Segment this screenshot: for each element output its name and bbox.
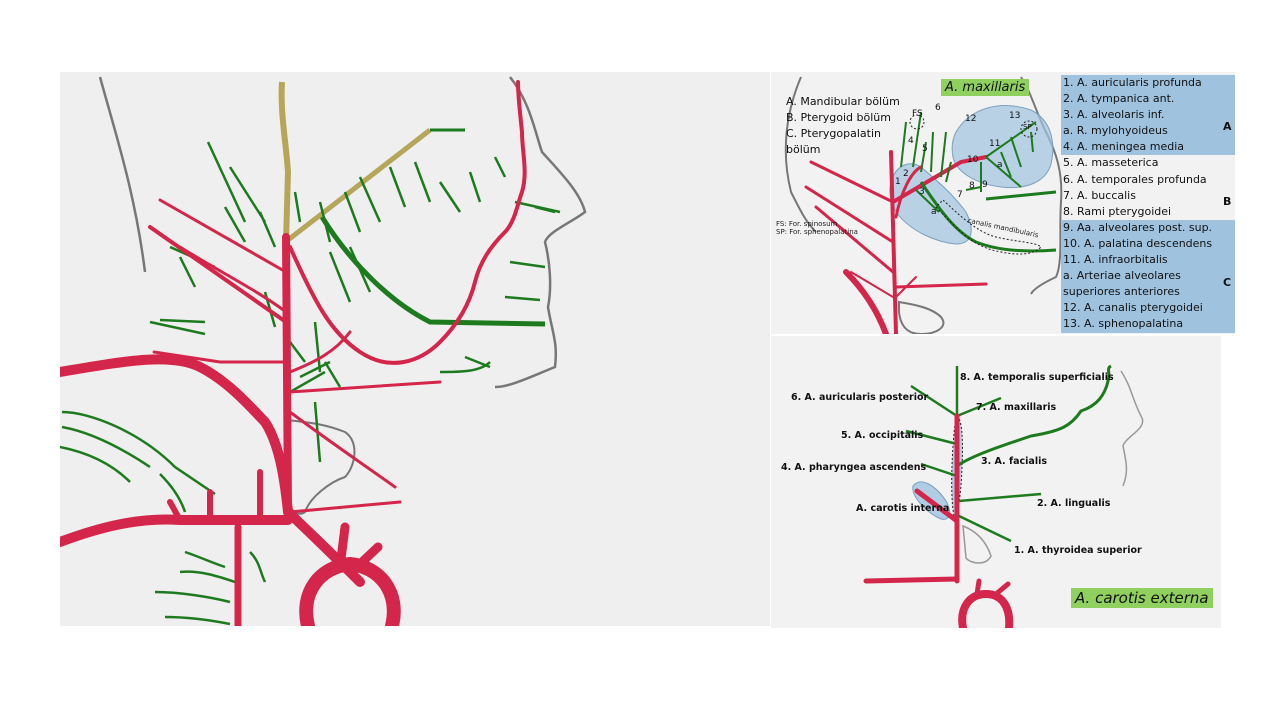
list-item: 12. A. canalis pterygoidei — [1061, 300, 1235, 317]
main-head-diagram-panel — [60, 72, 770, 626]
group-letter-c: C — [1223, 276, 1232, 289]
label-11: 11 — [989, 139, 1001, 149]
label-6: 6 — [935, 103, 941, 113]
label-a-upper: a — [997, 160, 1003, 170]
common-carotid-left — [60, 354, 293, 517]
label-sp: SP — [1023, 123, 1032, 131]
branch-occipitalis: 5. A. occipitalis — [841, 430, 924, 441]
label-2: 2 — [903, 169, 909, 179]
segment-pterygoid: B. Pterygoid bölüm — [786, 111, 891, 124]
maxillaris-head-outline — [784, 76, 817, 233]
maxillaris-branch-list: 1. A. auricularis profunda 2. A. tympani… — [1061, 75, 1235, 333]
branch-pharyngea-ascendens: 4. A. pharyngea ascendens — [781, 462, 927, 473]
list-item: 9. Aa. alveolares post. sup. — [1061, 219, 1235, 236]
maxillaris-panel: A. Mandibular bölüm B. Pterygoid bölüm C… — [771, 72, 1235, 334]
green-small-branches — [60, 141, 561, 626]
label-5: 5 — [922, 144, 928, 154]
label-4: 4 — [908, 136, 914, 146]
carotis-ear-outline — [962, 524, 992, 564]
label-12: 12 — [965, 114, 977, 124]
list-item: 1. A. auricularis profunda — [1061, 75, 1235, 92]
list-item: 4. A. meningea media — [1061, 139, 1235, 156]
maxillary-red — [158, 198, 288, 274]
branch-thyroidea-superior: 1. A. thyroidea superior — [1014, 545, 1142, 556]
segment-pterygopalatin: C. Pterygopalatin — [786, 127, 881, 140]
list-item: 6. A. temporales profunda — [1063, 172, 1207, 186]
maxillaris-title: A. maxillaris — [941, 79, 1030, 96]
list-item: 13. A. sphenopalatina — [1061, 316, 1235, 333]
branch-maxillaris: 7. A. maxillaris — [976, 402, 1057, 413]
label-8: 8 — [969, 181, 975, 191]
label-10: 10 — [967, 155, 979, 165]
list-item: 3. A. alveolaris inf. — [1061, 107, 1235, 124]
branch-carotis-interna: A. carotis interna — [856, 503, 950, 514]
maxillaris-drawing — [784, 76, 1063, 334]
subclavian-line — [60, 514, 293, 547]
segment-pterygopalatin-cont: bölüm — [786, 143, 821, 156]
list-item: a. Arteriae alveolares — [1061, 268, 1235, 285]
facial-artery-wavy — [288, 80, 527, 365]
label-fs: FS — [912, 109, 923, 119]
external-carotid-trunk — [282, 233, 292, 516]
label-1: 1 — [895, 177, 901, 187]
red-arteries — [60, 80, 527, 626]
label-a-lower: a — [931, 207, 937, 217]
branch-temporalis-superficialis: 8. A. temporalis superficialis — [960, 372, 1114, 383]
carotis-title: A. carotis externa — [1071, 588, 1213, 608]
head-outline — [98, 76, 147, 273]
face-profile-outline — [494, 76, 587, 389]
group-letter-b: B — [1223, 195, 1232, 208]
segment-mandibular: A. Mandibular bölüm — [786, 95, 900, 108]
list-item: 2. A. tympanica ant. — [1061, 91, 1235, 108]
aortic-arch — [299, 556, 401, 626]
list-item: 11. A. infraorbitalis — [1061, 252, 1235, 269]
internal-carotid — [283, 507, 365, 587]
list-item: 8. Rami pterygoidei — [1063, 204, 1172, 218]
note-sp: SP: For. sphenopalatina — [776, 228, 858, 236]
label-3: 3 — [919, 187, 925, 197]
maxillaris-ear-outline — [898, 300, 945, 334]
list-item: 10. A. palatina descendens — [1061, 235, 1235, 253]
temporalis-frontal-branch — [286, 128, 432, 242]
branch-facialis: 3. A. facialis — [981, 456, 1047, 467]
carotis-face-outline — [1120, 370, 1144, 487]
label-13: 13 — [1009, 111, 1021, 121]
list-item: superiores anteriores — [1061, 284, 1235, 301]
group-letter-a: A — [1223, 120, 1232, 133]
label-7: 7 — [957, 190, 963, 200]
note-fs: FS: For. spinosum — [776, 220, 838, 228]
temporalis-superficialis-trunk — [278, 81, 292, 243]
list-item: a. R. mylohyoideus — [1061, 123, 1235, 140]
carotis-externa-panel: 8. A. temporalis superficialis 6. A. aur… — [771, 336, 1221, 628]
branch-lingualis: 2. A. lingualis — [1037, 498, 1111, 509]
branch-auricularis-posterior: 6. A. auricularis posterior — [791, 392, 929, 403]
label-9: 9 — [982, 180, 988, 190]
main-artery-drawing — [60, 76, 587, 626]
facial-green-thick — [319, 215, 546, 327]
list-item: 5. A. masseterica — [1063, 156, 1159, 170]
carotis-drawing — [863, 364, 1144, 628]
list-item: 7. A. buccalis — [1063, 188, 1136, 202]
